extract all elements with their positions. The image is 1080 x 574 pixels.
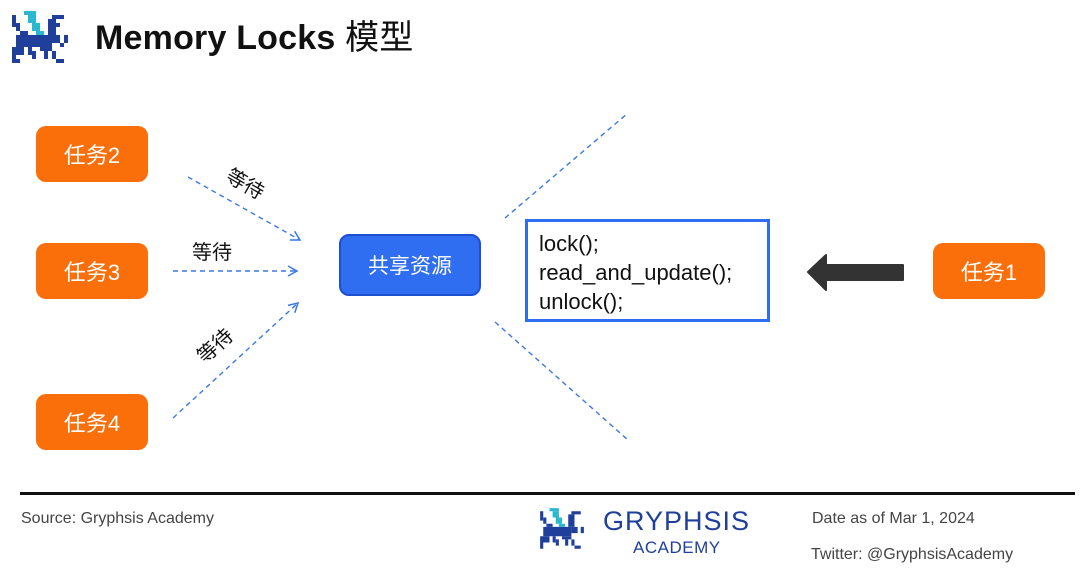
task3-box: 任务3 [36, 243, 148, 299]
shared-resource-box: 共享资源 [339, 234, 481, 296]
code-line-read-update: read_and_update(); [539, 260, 733, 285]
footer-divider [20, 492, 1075, 495]
wait-arrow-task2 [187, 176, 302, 241]
task2-label: 任务2 [63, 143, 121, 168]
shared-resource-label: 共享资源 [368, 255, 452, 278]
wait-label-task3: 等待 [192, 242, 232, 264]
twitter-handle: Twitter: @GryphsisAcademy [811, 546, 1014, 563]
critical-section-code-box: lock(); read_and_update(); unlock(); [525, 219, 770, 322]
title-cn-text: 模型 [345, 19, 414, 57]
code-line-unlock: unlock(); [539, 289, 624, 314]
source-text: Source: Gryphsis Academy [21, 510, 214, 527]
page-title: Memory Locks 模型 [95, 10, 414, 59]
task1-label: 任务1 [960, 260, 1018, 285]
task4-label: 任务4 [63, 411, 121, 436]
gryphsis-footer-logo-icon [540, 508, 584, 549]
gryphon-logo-icon [12, 11, 68, 63]
zoom-line-bottom [494, 321, 629, 441]
title-text: Memory Locks [95, 19, 336, 57]
left-arrow-icon [807, 254, 904, 291]
task3-label: 任务3 [63, 260, 121, 285]
date-text: Date as of Mar 1, 2024 [812, 510, 975, 527]
task2-box: 任务2 [36, 126, 148, 182]
wait-arrow-task4 [172, 301, 300, 419]
brand-sub: ACADEMY [633, 538, 721, 557]
brand-name: GRYPHSIS [603, 506, 751, 536]
code-line-lock: lock(); [539, 231, 599, 256]
task4-box: 任务4 [36, 394, 148, 450]
zoom-line-top [504, 112, 629, 219]
task1-box: 任务1 [933, 243, 1045, 299]
